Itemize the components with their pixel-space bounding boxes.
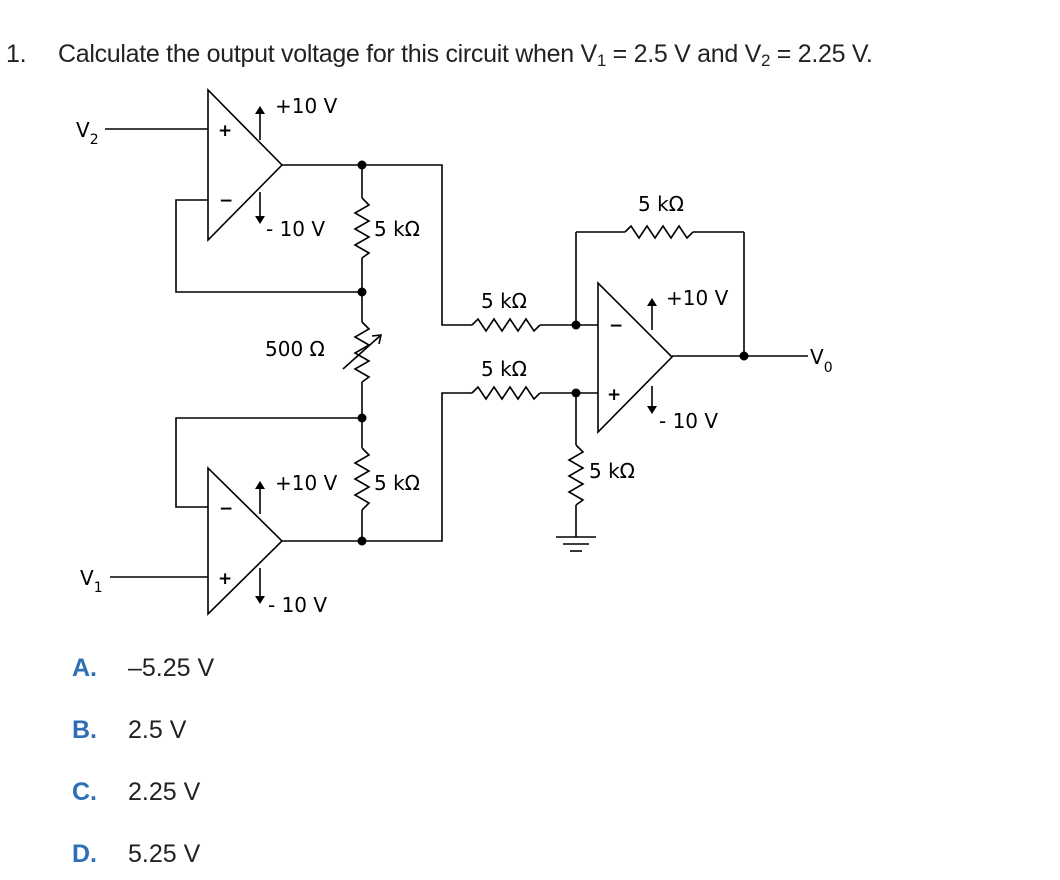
resistor-feedback-5k (624, 224, 694, 240)
top-amp-supply-pos: +10 V (275, 94, 338, 118)
arrow-up-icon (255, 106, 265, 114)
question-text: 1. Calculate the output voltage for this … (6, 40, 873, 71)
junction-dot (357, 536, 367, 546)
top-amp-supply-neg: - 10 V (266, 217, 325, 241)
top-feedback-wire (175, 199, 362, 293)
top-opamp (207, 88, 284, 242)
v1-label: V1 (80, 566, 103, 596)
v2-label: V2 (76, 118, 99, 148)
v2-label-letter: V (76, 118, 90, 142)
v2-label-subscript: 2 (90, 132, 99, 148)
question-v2-subscript: 2 (760, 51, 771, 70)
option-text: 2.25 V (128, 778, 201, 806)
r-gain-label: 500 Ω (265, 337, 325, 361)
variable-arrow (342, 334, 382, 370)
resistor-input-inverting (471, 317, 541, 333)
option-text: 2.5 V (128, 716, 187, 744)
arrow-down-icon (647, 406, 657, 414)
bottom-amp-supply-neg: - 10 V (268, 593, 327, 617)
top-output-wire (282, 164, 472, 326)
option-letter: C. (72, 778, 97, 806)
vo-label: V0 (810, 345, 833, 376)
option-text: 5.25 V (128, 840, 201, 868)
question-text-part3: = 2.25 V. (770, 40, 873, 68)
arrow-down-icon (255, 596, 265, 604)
option-text: –5.25 V (128, 654, 215, 682)
r-bottom-label: 5 kΩ (374, 471, 420, 495)
answer-option-a[interactable]: A. –5.25 V (72, 654, 214, 683)
r-ground-label: 5 kΩ (589, 459, 635, 483)
option-letter: D. (72, 840, 97, 868)
arrow-down-icon (255, 216, 265, 224)
r-feedback-label: 5 kΩ (638, 192, 684, 216)
answer-option-c[interactable]: C. 2.25 V (72, 778, 200, 807)
r-in-noninverting-label: 5 kΩ (481, 357, 527, 381)
question-text-part2: = 2.5 V and V (606, 40, 762, 68)
bottom-amp-plus: + (218, 569, 232, 589)
junction-dot (357, 160, 367, 170)
diff-amp-minus: − (609, 316, 623, 336)
resistor-input-noninverting (471, 385, 541, 401)
bottom-amp-supply-pos: +10 V (275, 471, 338, 495)
junction-dot (357, 413, 367, 423)
diff-amp-supply-pos: +10 V (666, 286, 729, 310)
bottom-opamp (207, 466, 284, 616)
answer-option-b[interactable]: B. 2.5 V (72, 716, 186, 745)
junction-dot (739, 351, 749, 361)
top-amp-plus: + (218, 121, 232, 141)
bottom-feedback-wire (175, 417, 362, 508)
r-top-label: 5 kΩ (374, 217, 420, 241)
question-number: 1. (6, 40, 27, 68)
bottom-amp-minus: − (219, 499, 233, 519)
option-letter: A. (72, 654, 97, 682)
arrow-up-icon (647, 298, 657, 306)
circuit-diagram: + − − + − + V2 V1 V0 +10 V - 10 V +10 V … (76, 88, 833, 617)
v1-label-subscript: 1 (94, 580, 103, 596)
top-amp-minus: − (219, 191, 233, 211)
answer-option-d[interactable]: D. 5.25 V (72, 840, 200, 869)
diff-amp-plus: + (607, 385, 621, 405)
arrow-up-icon (255, 481, 265, 489)
difference-opamp (597, 281, 674, 434)
v1-label-letter: V (80, 566, 94, 590)
diff-amp-supply-neg: - 10 V (659, 409, 718, 433)
vo-label-letter: V (810, 345, 824, 369)
resistor-bottom-5k (353, 447, 371, 511)
junction-dot (571, 388, 581, 398)
question-text-part1: Calculate the output voltage for this ci… (58, 40, 597, 68)
junction-dot (357, 287, 367, 297)
junction-dot (571, 320, 581, 330)
vo-label-subscript: 0 (824, 360, 833, 376)
resistor-ground-5k (567, 444, 585, 506)
bottom-output-wire (282, 392, 472, 542)
resistor-gain-500 (353, 321, 371, 383)
resistor-top-5k (353, 197, 371, 259)
r-in-inverting-label: 5 kΩ (481, 289, 527, 313)
question-v1-subscript: 1 (596, 51, 607, 70)
option-letter: B. (72, 716, 97, 744)
